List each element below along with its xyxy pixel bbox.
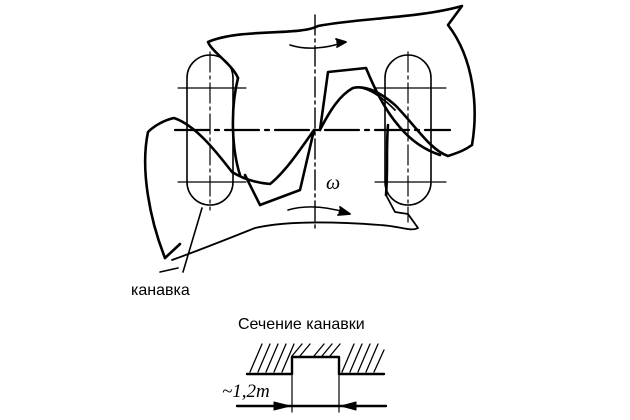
upper-gear-outline [206,4,476,158]
width-dimension-label: ~1,2m [222,381,270,402]
section-title: Сечение канавки [238,316,365,333]
lower-tooth-flank-right [384,123,390,197]
upper-tooth-flank-left [231,76,242,177]
lower-gear-outline [143,116,316,260]
lower-gear-bottom [171,194,419,261]
groove-label: канавка [131,282,190,299]
groove-section [235,343,388,413]
angular-velocity-label: ω [326,172,341,194]
upper-tooth-flank-right [396,123,442,157]
